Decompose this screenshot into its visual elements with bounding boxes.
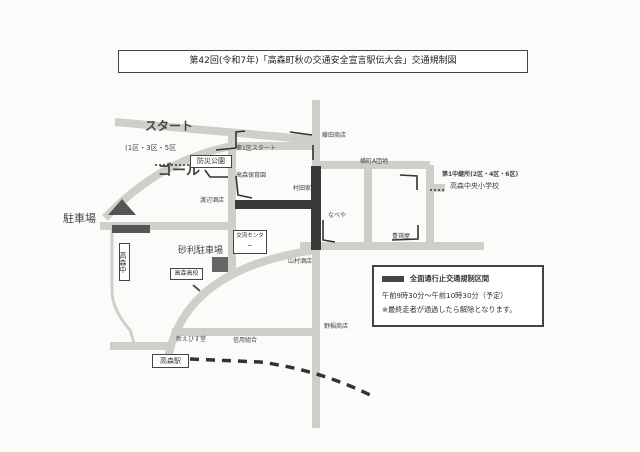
map-title: 第42回(令和7年)「高森町秋の交通安全宣言駅伝大会」交通規制図 bbox=[118, 50, 528, 73]
yokomachi-label: 横町A団地 bbox=[360, 158, 389, 165]
credit-union-label: 信用組合 bbox=[233, 337, 258, 344]
takamori-station-box: 高森駅 bbox=[152, 354, 189, 368]
nouka-label: 野稲商店 bbox=[324, 323, 349, 330]
parking-label: 駐車場 bbox=[63, 212, 96, 225]
fujita-label: 藤田商店 bbox=[322, 132, 347, 139]
legend-title: 全面通行止交通規制区間 bbox=[410, 274, 490, 283]
closed-section-swatch bbox=[382, 276, 404, 282]
gravel-parking-area bbox=[212, 257, 228, 272]
watanabe-label: 渡辺酒店 bbox=[200, 197, 225, 204]
road-start bbox=[114, 118, 317, 144]
nursery-label: 高森保育園 bbox=[236, 172, 267, 179]
legend-note: ※最終走者が通過したら解除となります。 bbox=[382, 305, 517, 314]
start-sections-label: (1区・3区・5区 bbox=[125, 144, 177, 152]
start-1-label: 第1区スタート bbox=[236, 145, 276, 152]
legend-time: 午前9時30分〜午前10時30分（予定） bbox=[382, 291, 508, 300]
closed-section bbox=[235, 166, 321, 250]
shin-ebisu-label: 新えびす堂 bbox=[176, 336, 207, 343]
takamori-hs-box: 高森高校 bbox=[170, 268, 203, 280]
naneya-label: なべや bbox=[328, 212, 347, 219]
legend: 全面通行止交通規制区間 午前9時30分〜午前10時30分（予定） ※最終走者が通… bbox=[372, 265, 544, 327]
route-arrows bbox=[204, 130, 419, 243]
parking-icon bbox=[108, 199, 136, 215]
yamamura-label: 山村酒店 bbox=[288, 258, 313, 265]
start-label: スタート bbox=[145, 119, 194, 133]
bousai-park-box: 防災公園 bbox=[190, 155, 232, 168]
road-big-curve bbox=[164, 246, 317, 359]
goal-label: ゴール bbox=[158, 163, 200, 179]
murata-label: 村田家 bbox=[293, 185, 312, 192]
railway-line bbox=[189, 357, 373, 398]
relay-point-label: 第1中継所(2区・4区・6区) bbox=[442, 171, 519, 178]
exchange-center-box: 交流センター bbox=[233, 230, 267, 254]
elementary-school-label: 高森中央小学校 bbox=[450, 182, 499, 190]
toyo-label: 豊嶺屋 bbox=[392, 233, 411, 240]
takamori-jhs-box: 高森中 bbox=[119, 243, 130, 281]
gravel-parking-label: 砂利駐車場 bbox=[178, 246, 224, 256]
